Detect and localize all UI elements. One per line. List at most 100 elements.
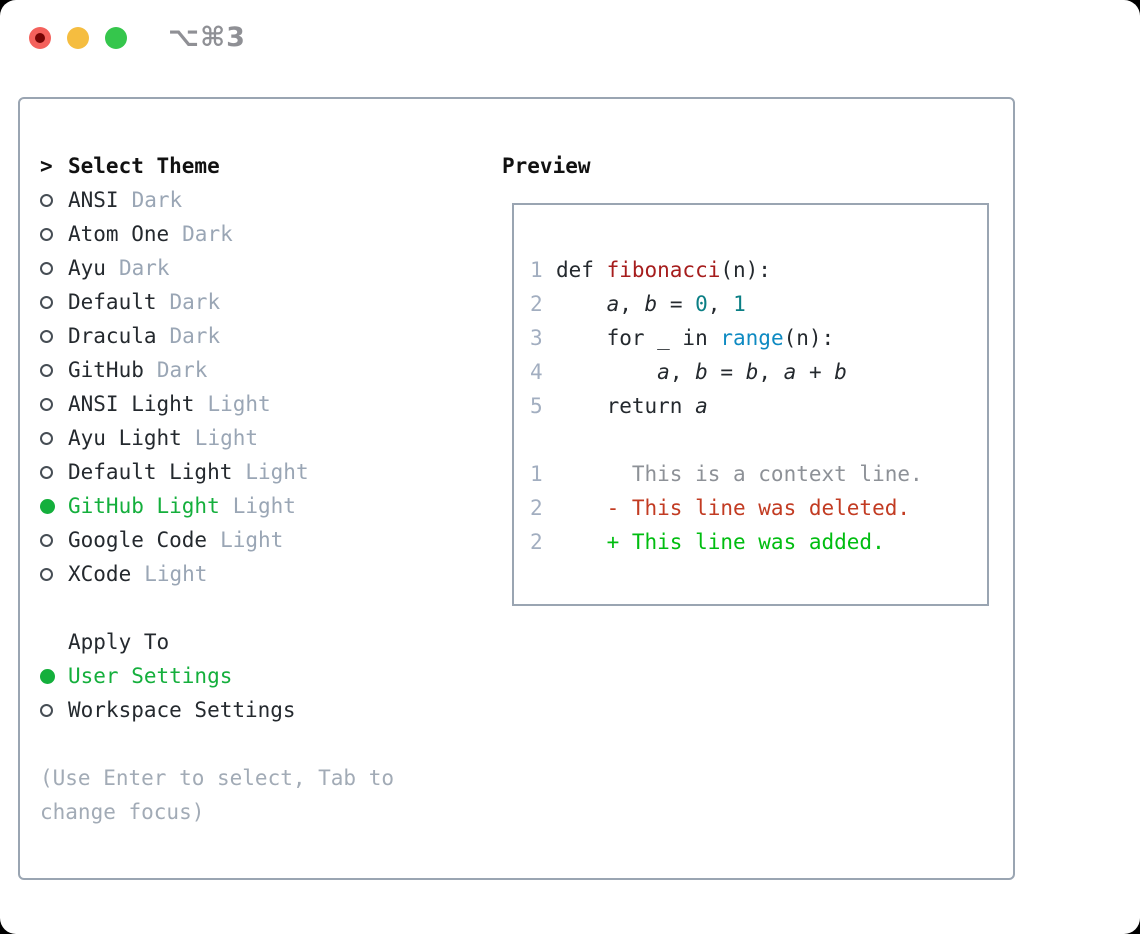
code-text: + This line was added. — [556, 530, 885, 554]
radio-selected-icon — [40, 668, 55, 684]
theme-item-label: Ayu — [68, 256, 106, 280]
theme-variant-label: Light — [207, 392, 271, 416]
code-segment: for _ in — [556, 326, 721, 350]
code-segment: def — [556, 258, 607, 282]
code-text: a, b = b, a + b — [556, 360, 847, 384]
code-text: a, b = 0, 1 — [556, 292, 746, 316]
code-text: - This line was deleted. — [556, 496, 910, 520]
line-number: 2 — [530, 530, 543, 554]
radio-unselected-icon — [40, 193, 53, 207]
preview-line: 2 - This line was deleted. — [530, 491, 987, 525]
theme-item-github[interactable]: GitHub Dark — [40, 353, 480, 387]
theme-variant-label: Dark — [182, 222, 233, 246]
line-number: 2 — [530, 496, 543, 520]
preview-line: 2 a, b = 0, 1 — [530, 287, 987, 321]
theme-item-label: GitHub Light — [68, 494, 220, 518]
code-segment: b — [695, 360, 708, 384]
code-segment: (n): — [783, 326, 835, 350]
preview-line: 1 def fibonacci(n): — [530, 253, 987, 287]
code-segment: a — [783, 360, 797, 384]
code-segment: , — [669, 360, 696, 384]
radio-unselected-icon — [40, 295, 53, 309]
radio-unselected-icon — [40, 465, 53, 479]
apply-item-label: User Settings — [68, 664, 233, 688]
caret-icon: > — [40, 154, 53, 178]
radio-unselected-icon — [40, 227, 53, 241]
code-segment: range — [720, 326, 784, 350]
theme-item-label: XCode — [68, 562, 132, 586]
preview-line: 5 return a — [530, 389, 987, 423]
code-text: def fibonacci(n): — [556, 258, 771, 282]
select-theme-header: > Select Theme — [40, 149, 480, 183]
code-segment: = — [657, 292, 696, 316]
theme-variant-label: Light — [144, 562, 208, 586]
code-segment: return — [556, 394, 696, 418]
apply-item-workspace-settings[interactable]: Workspace Settings — [40, 693, 480, 727]
theme-item-google-code[interactable]: Google Code Light — [40, 523, 480, 557]
line-number: 4 — [530, 360, 543, 384]
theme-item-label: Default — [68, 290, 157, 314]
code-segment: (n): — [720, 258, 771, 282]
line-number: 3 — [530, 326, 543, 350]
theme-variant-label: Dark — [156, 358, 208, 382]
preview-line: 1 This is a context line. — [530, 457, 987, 491]
theme-item-xcode[interactable]: XCode Light — [40, 557, 480, 591]
theme-item-label: GitHub — [68, 358, 144, 382]
code-segment: This is a context line. — [556, 462, 923, 486]
preview-title: Preview — [502, 154, 591, 178]
spacer — [40, 591, 480, 625]
code-segment: , — [619, 292, 645, 316]
code-segment: + — [796, 360, 835, 384]
theme-item-label: Default Light — [68, 460, 233, 484]
code-segment: a — [695, 394, 708, 418]
line-number: 1 — [530, 258, 543, 282]
theme-variant-label: Dark — [131, 188, 183, 212]
preview-line: 4 a, b = b, a + b — [530, 355, 987, 389]
radio-unselected-icon — [40, 261, 53, 275]
code-segment: b — [745, 360, 759, 384]
maximize-button[interactable] — [105, 27, 127, 49]
code-segment: 1 — [733, 292, 746, 316]
theme-variant-label: Light — [194, 426, 259, 450]
select-theme-title: Select Theme — [68, 154, 220, 178]
apply-item-user-settings[interactable]: User Settings — [40, 659, 480, 693]
preview-line — [530, 423, 987, 457]
close-dot-icon — [35, 33, 45, 43]
code-segment — [556, 360, 657, 384]
theme-variant-label: Light — [220, 528, 284, 552]
theme-item-ayu[interactable]: Ayu Dark — [40, 251, 480, 285]
code-segment — [556, 292, 607, 316]
radio-unselected-icon — [40, 533, 53, 547]
theme-variant-label: Light — [232, 494, 296, 518]
code-segment: fibonacci — [606, 258, 721, 282]
theme-item-label: ANSI Light — [68, 392, 195, 416]
line-number: 1 — [530, 462, 543, 486]
radio-unselected-icon — [40, 567, 53, 581]
code-text: return a — [556, 394, 708, 418]
close-button[interactable] — [29, 27, 51, 49]
code-text: for _ in range(n): — [556, 326, 835, 350]
minimize-button[interactable] — [67, 27, 89, 49]
code-segment: = — [707, 360, 746, 384]
radio-unselected-icon — [40, 397, 53, 411]
code-segment: + This line was added. — [556, 530, 885, 554]
theme-item-label: Dracula — [68, 324, 157, 348]
code-segment: a — [657, 360, 670, 384]
apply-item-label: Workspace Settings — [68, 698, 296, 722]
theme-item-ansi-light[interactable]: ANSI Light Light — [40, 387, 480, 421]
spacer — [40, 727, 480, 761]
theme-item-github-light[interactable]: GitHub Light Light — [40, 489, 480, 523]
theme-item-label: Google Code — [68, 528, 208, 552]
theme-item-dracula[interactable]: Dracula Dark — [40, 319, 480, 353]
code-segment: b — [644, 292, 658, 316]
theme-variant-label: Dark — [169, 324, 221, 348]
theme-variant-label: Dark — [118, 256, 170, 280]
